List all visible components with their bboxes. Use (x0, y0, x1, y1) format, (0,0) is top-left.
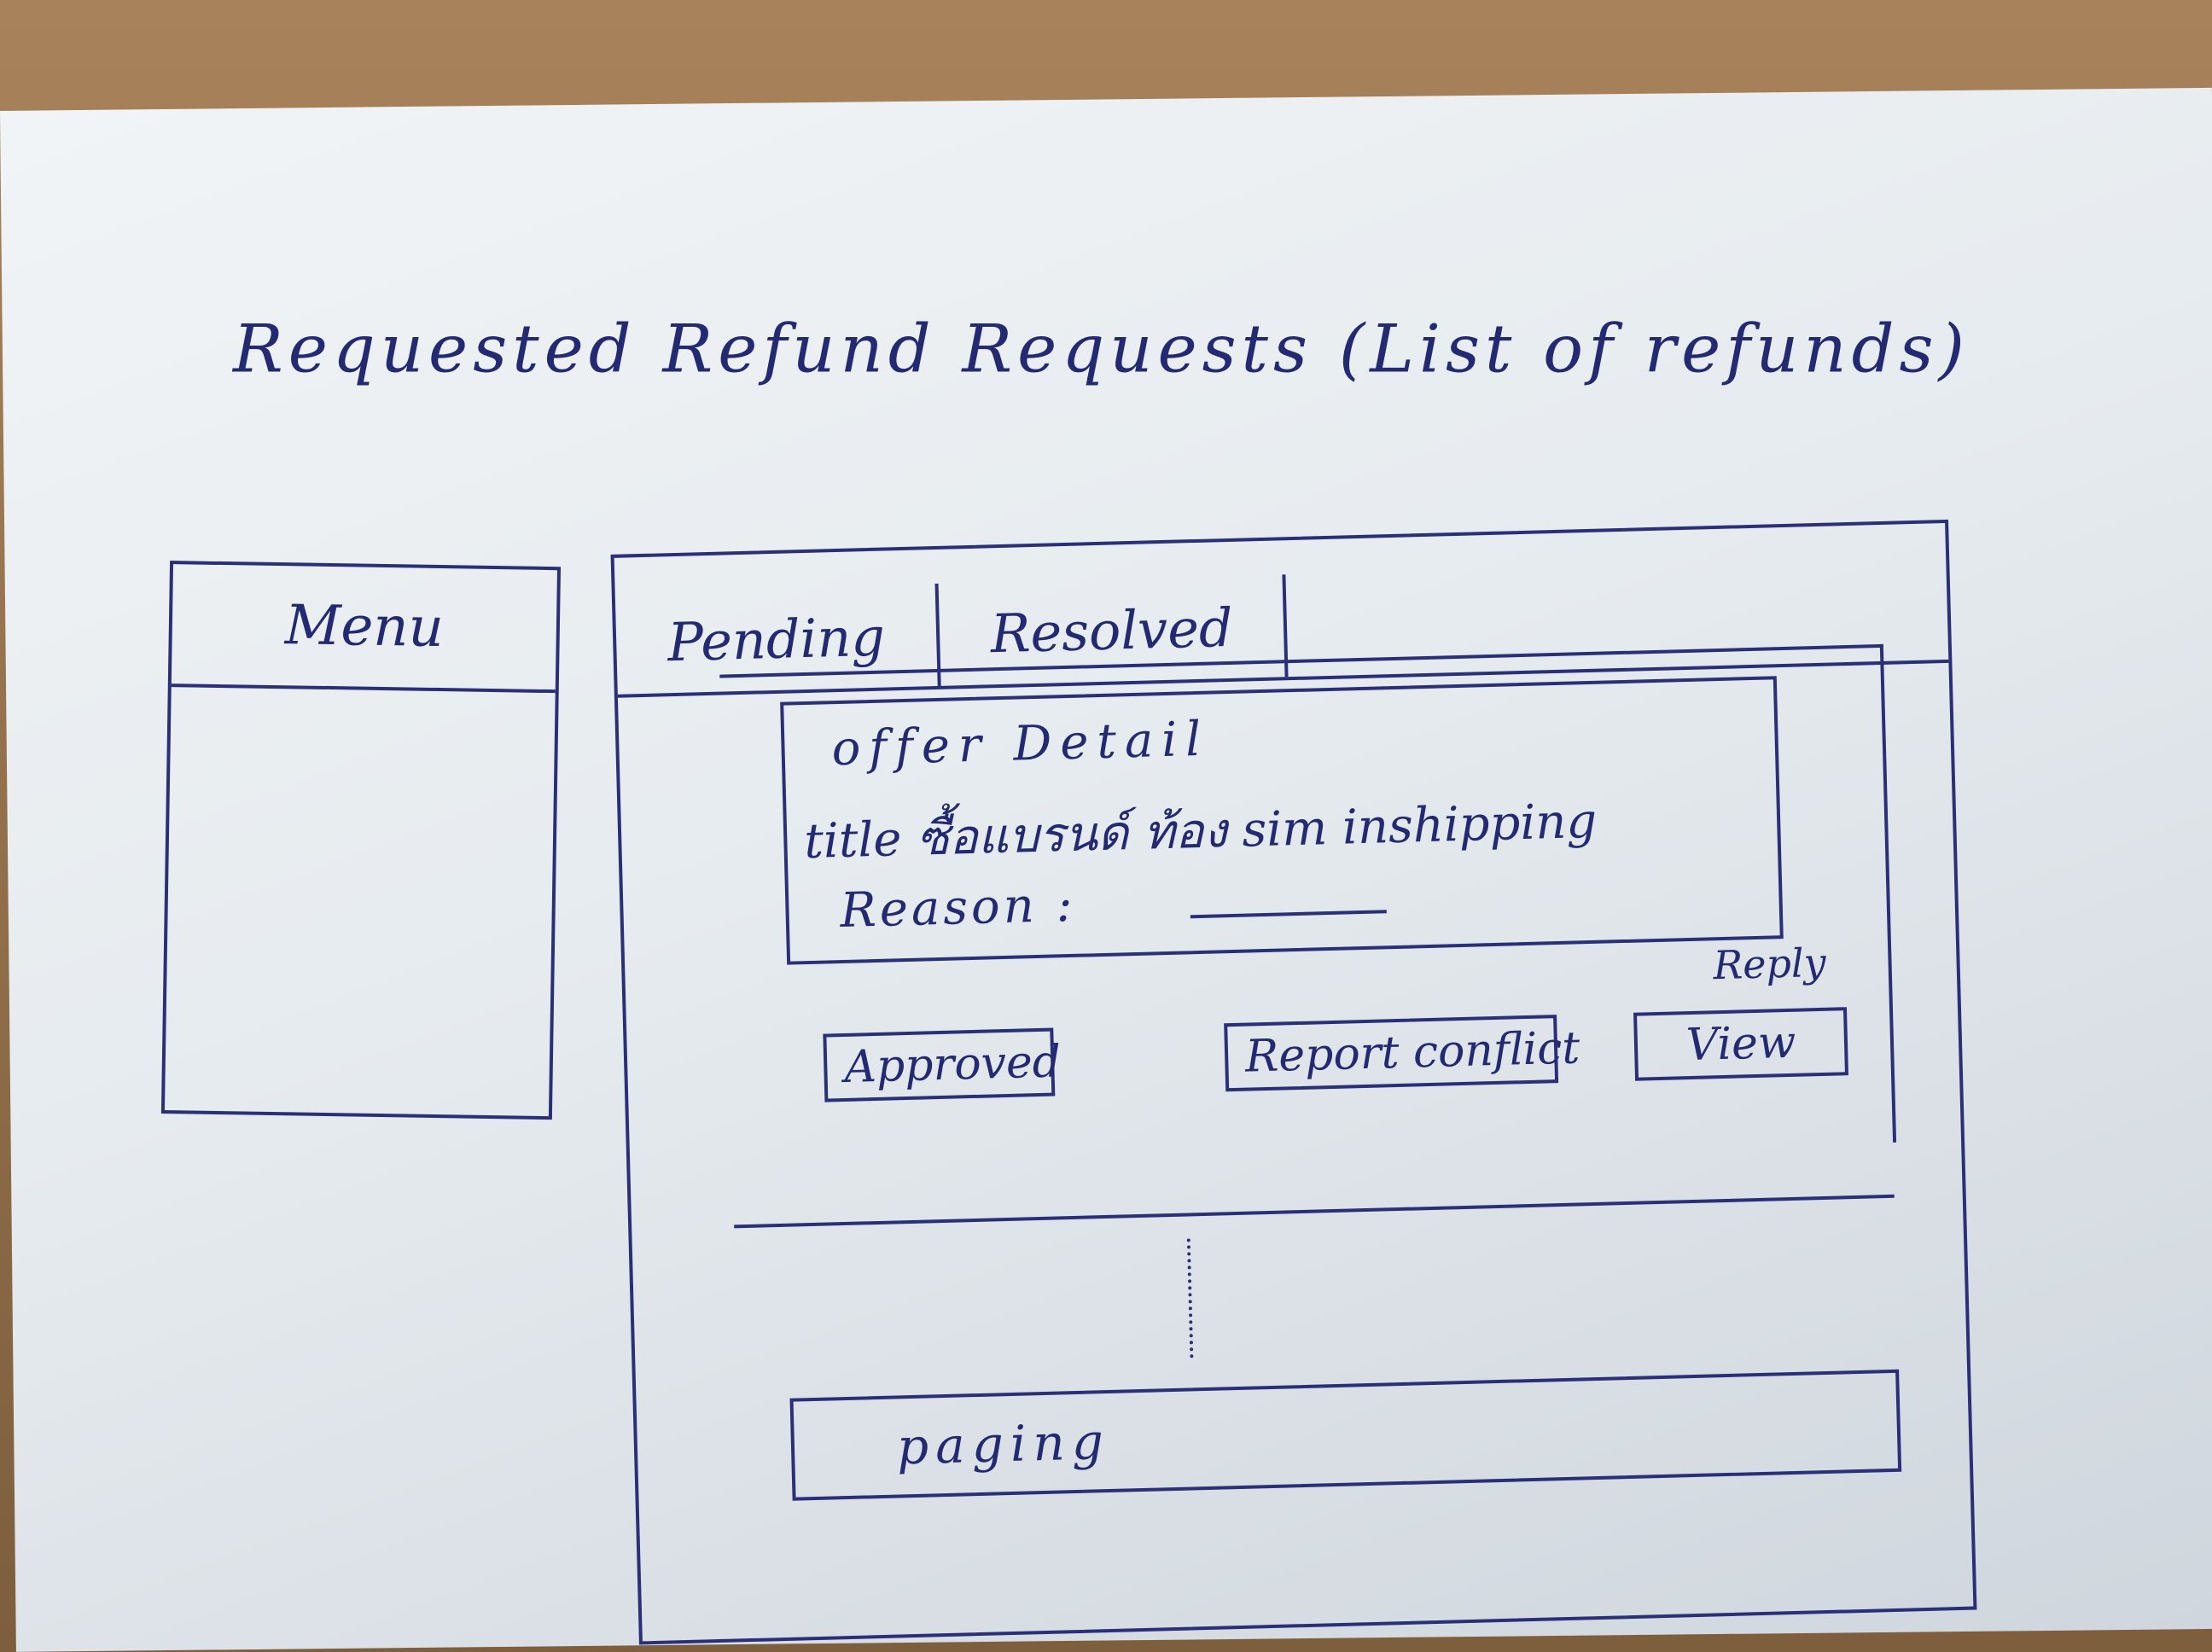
reason-label: Reason : (839, 876, 1077, 939)
report-conflict-button[interactable]: Report conflict (1224, 1015, 1580, 1092)
reply-label: Reply (1712, 939, 1827, 989)
view-reply-button[interactable]: View (1633, 1007, 1849, 1081)
menu-panel: Menu (160, 561, 562, 1120)
item-divider (734, 1194, 1895, 1229)
menu-header[interactable]: Menu (171, 564, 557, 694)
approved-button[interactable]: Approved (823, 1027, 1062, 1102)
page-title: Requested Refund Requests (List of refun… (232, 311, 1970, 388)
more-items-indicator (1186, 1238, 1201, 1358)
reason-value-line (1190, 910, 1387, 919)
offer-detail-heading: offer Detail (830, 711, 1210, 777)
refund-list-panel: Pending Resolved offer Detail title ซื้อ… (610, 519, 1977, 1645)
offer-title: title ซื้อแบรนด์ ท้อง sim inshipping (803, 793, 1598, 870)
offer-detail-box: offer Detail title ซื้อแบรนด์ ท้อง sim i… (780, 676, 1784, 965)
paging-bar[interactable]: paging (789, 1369, 1902, 1501)
paper-sheet: Requested Refund Requests (List of refun… (0, 87, 2212, 1652)
refund-request-card: offer Detail title ซื้อแบรนด์ ท้อง sim i… (719, 643, 1897, 1173)
